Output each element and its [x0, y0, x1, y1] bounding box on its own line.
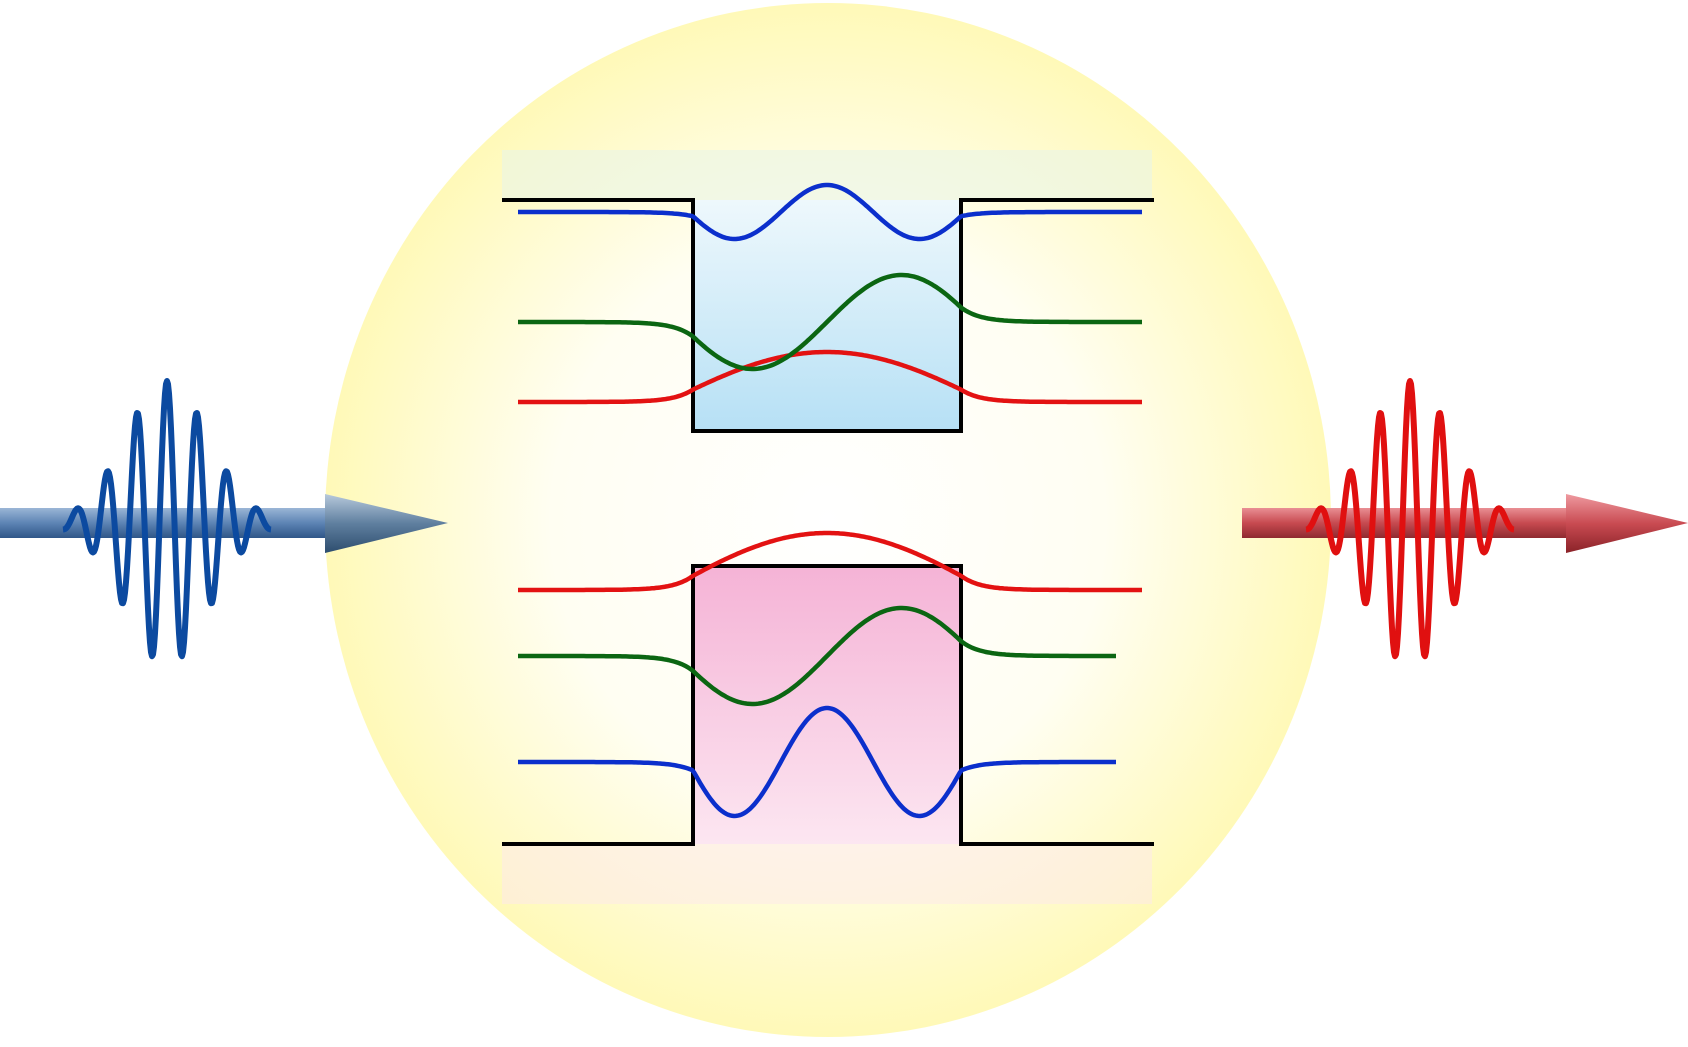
emitted-beam-icon	[1242, 508, 1572, 538]
valence-band-halo	[502, 844, 1152, 904]
emitted-pulse-group	[1242, 378, 1688, 660]
conduction-state-3-wavefunction	[518, 182, 1142, 242]
emitted-wave-packet-icon	[1304, 378, 1516, 660]
conduction-band-halo	[502, 150, 1152, 200]
incident-pulse-group	[0, 378, 448, 660]
conduction-state-2-wavefunction	[518, 272, 1142, 372]
valence-band-states	[518, 530, 1142, 819]
valence-state-3-wavefunction	[518, 705, 1116, 819]
incident-wave-packet-icon	[61, 378, 273, 660]
emitted-arrowhead-icon	[1566, 494, 1688, 553]
valence-band-edge	[502, 564, 1154, 846]
glow-sphere	[325, 3, 1331, 1037]
conduction-band-states	[518, 182, 1142, 405]
conduction-band-edge	[502, 198, 1154, 433]
valence-state-2-wavefunction	[518, 605, 1116, 707]
valence-well-fill	[693, 566, 961, 844]
conduction-state-1-wavefunction	[518, 349, 1142, 405]
valence-state-1-wavefunction	[518, 530, 1142, 593]
incident-beam-icon	[0, 508, 330, 538]
conduction-well-fill	[693, 200, 961, 431]
incident-arrowhead-icon	[325, 494, 448, 553]
